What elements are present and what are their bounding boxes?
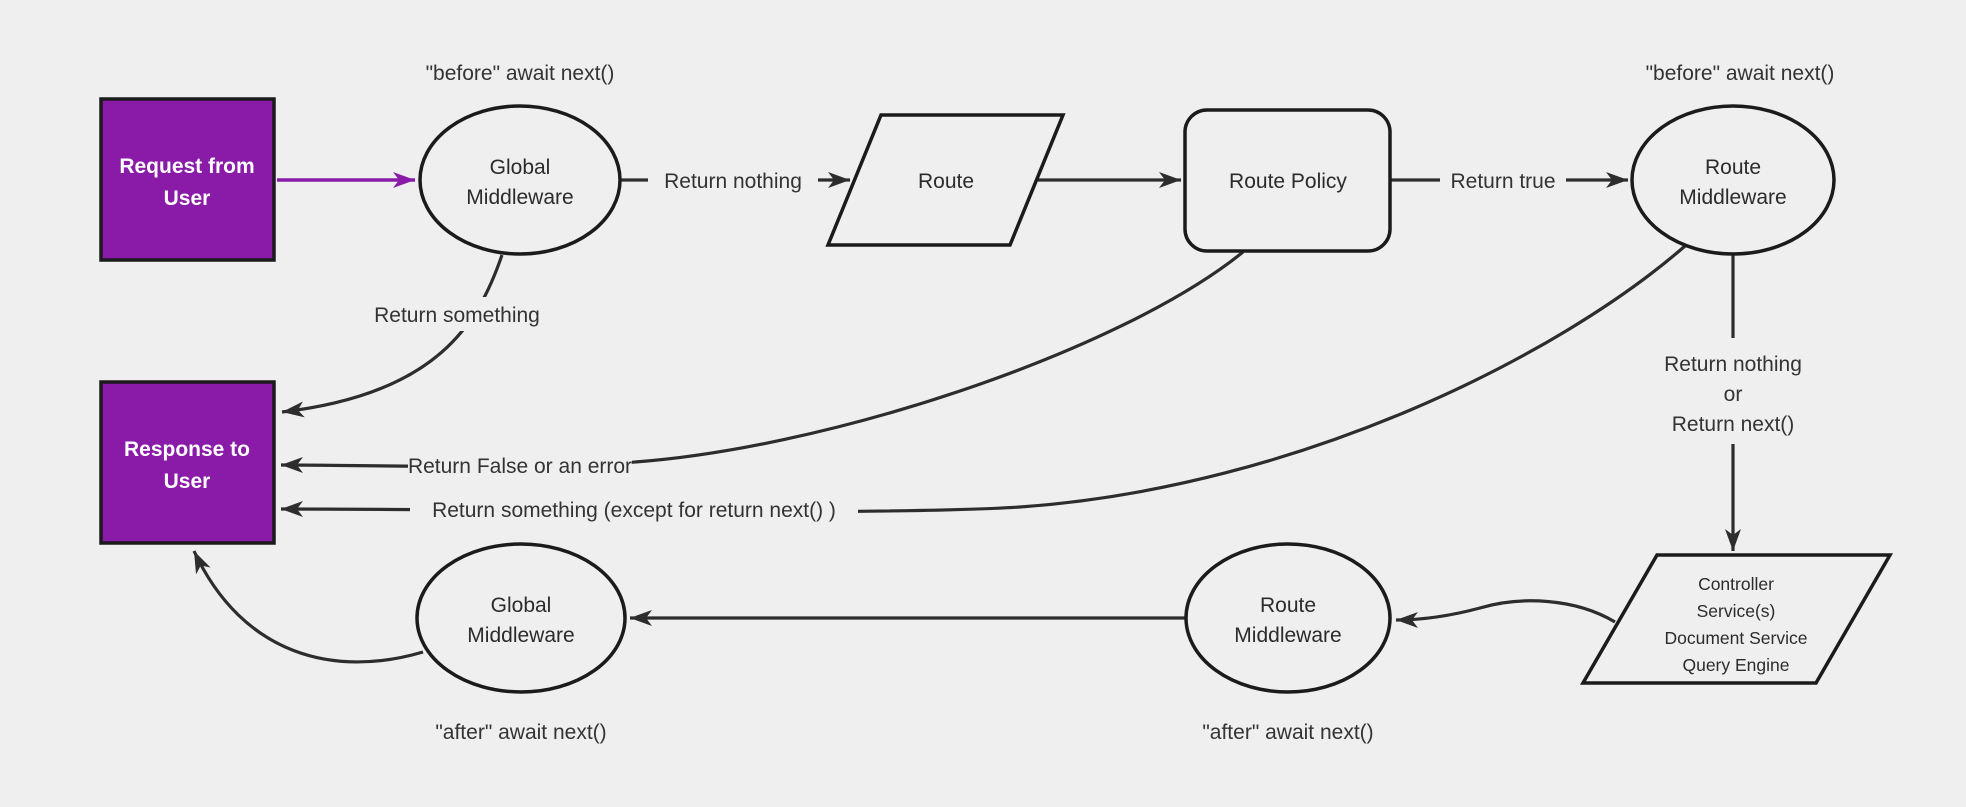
- route-middleware-bottom-ellipse: [1184, 542, 1392, 694]
- route-policy-node: Route Policy: [1183, 108, 1392, 253]
- response-to-user-box: [99, 380, 276, 545]
- edge-controller-to-route-middleware-bottom: [1395, 599, 1616, 628]
- return-nothing-or-next-label: Return nothing or Return next(): [1664, 353, 1802, 436]
- controller-services-label: Controller: [1698, 574, 1774, 594]
- request-from-user-label: User: [164, 187, 211, 210]
- label-background: [408, 448, 632, 482]
- label-background: [368, 297, 546, 331]
- global-middleware-bottom-label: Middleware: [467, 624, 574, 647]
- label-background: [1440, 163, 1566, 197]
- response-to-user-label: Response to: [124, 438, 250, 461]
- label-background: [648, 163, 818, 197]
- route-middleware-bottom-node: Route Middleware: [1184, 542, 1392, 694]
- svg-text:or: or: [1724, 383, 1743, 406]
- return-false-or-error-label: Return False or an error: [408, 455, 632, 478]
- global-middleware-top-ellipse: [418, 104, 622, 256]
- return-something-label: Return something: [374, 304, 540, 327]
- route-parallelogram: [825, 113, 1066, 247]
- controller-services-parallelogram: [1579, 553, 1894, 685]
- route-middleware-top-label: Route: [1705, 156, 1761, 179]
- return-nothing-label: Return nothing: [664, 170, 802, 193]
- global-middleware-top-label: Middleware: [466, 186, 573, 209]
- controller-services-label: Document Service: [1665, 628, 1808, 648]
- controller-services-node: Controller Service(s) Document Service Q…: [1579, 553, 1894, 685]
- response-to-user-node: Response to User: [99, 380, 276, 545]
- route-middleware-bottom-label: Middleware: [1234, 624, 1341, 647]
- edge-global-middleware-bottom-to-response: [192, 550, 424, 664]
- request-from-user-label: Request from: [119, 155, 254, 178]
- global-middleware-top-label: Global: [490, 156, 551, 179]
- route-policy-box: [1183, 108, 1392, 253]
- controller-services-label: Service(s): [1697, 601, 1776, 621]
- route-middleware-top-node: Route Middleware: [1630, 104, 1836, 256]
- return-something-except-label: Return something (except for return next…: [432, 499, 836, 522]
- route-middleware-top-ellipse: [1630, 104, 1836, 256]
- response-to-user-label: User: [164, 470, 211, 493]
- before-await-next-label-right: "before" await next(): [1646, 62, 1835, 85]
- global-middleware-bottom-node: Global Middleware: [415, 542, 627, 694]
- controller-services-label: Query Engine: [1682, 655, 1789, 675]
- global-middleware-bottom-ellipse: [415, 542, 627, 694]
- global-middleware-top-node: Global Middleware: [418, 104, 622, 256]
- route-middleware-bottom-label: Route: [1260, 594, 1316, 617]
- route-node: Route: [825, 113, 1066, 247]
- before-await-next-label-left: "before" await next(): [426, 62, 615, 85]
- route-label: Route: [918, 170, 974, 193]
- label-background: [410, 492, 858, 526]
- after-await-next-label-right: "after" await next(): [1202, 721, 1373, 744]
- request-from-user-box: [99, 97, 276, 262]
- edge-return-false-or-error: [280, 250, 1245, 474]
- after-await-next-label-left: "after" await next(): [435, 721, 606, 744]
- request-from-user-node: Request from User: [99, 97, 276, 262]
- return-true-label: Return true: [1450, 170, 1555, 193]
- global-middleware-bottom-label: Global: [491, 594, 552, 617]
- route-policy-label: Route Policy: [1229, 170, 1347, 193]
- svg-text:Return next(): Return next(): [1672, 413, 1795, 436]
- edge-return-something: [281, 254, 504, 418]
- route-middleware-top-label: Middleware: [1679, 186, 1786, 209]
- svg-text:Return nothing: Return nothing: [1664, 353, 1802, 376]
